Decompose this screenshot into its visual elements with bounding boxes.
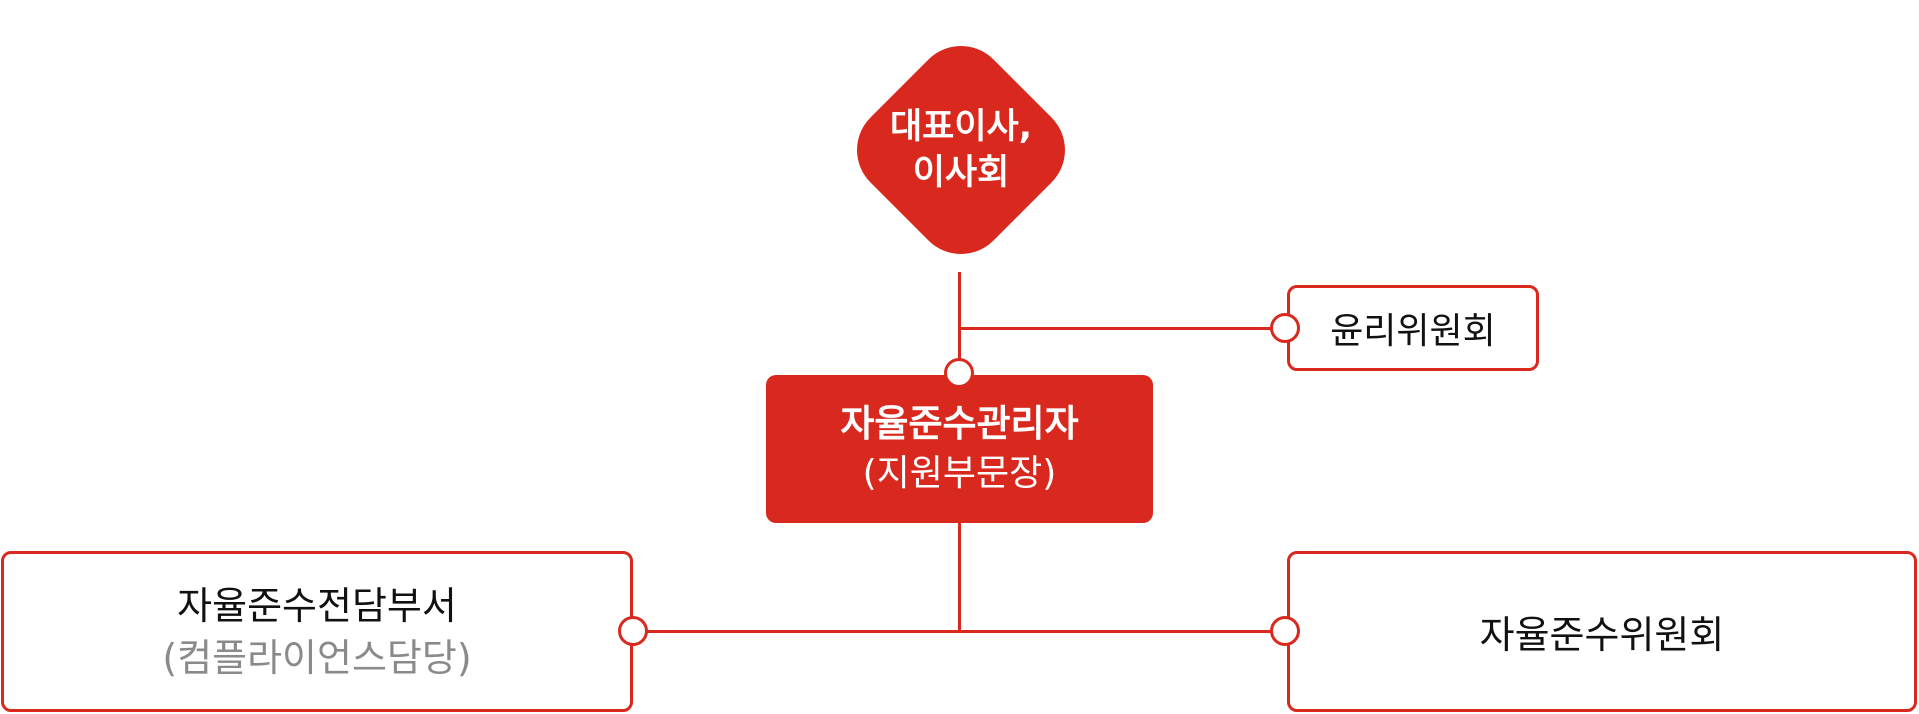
department-connector-dot (618, 616, 648, 646)
compliance-department-box: 자율준수전담부서 (컴플라이언스담당) (1, 551, 633, 712)
compliance-officer-box: 자율준수관리자 (지원부문장) (766, 375, 1153, 523)
compliance-department-title: 자율준수전담부서 (177, 583, 457, 628)
compliance-officer-subtitle: (지원부문장) (862, 453, 1057, 494)
compliance-committee-box: 자율준수위원회 (1287, 551, 1917, 712)
connector-officer-to-bottom (958, 522, 961, 632)
compliance-officer-title: 자율준수관리자 (840, 402, 1079, 445)
connector-to-ethics-committee (958, 327, 1284, 330)
connector-top-to-officer (958, 272, 961, 376)
ceo-board-node: 대표이사, 이사회 (837, 26, 1085, 274)
compliance-committee-label: 자율준수위원회 (1479, 613, 1725, 657)
committee-connector-dot (1270, 616, 1300, 646)
connector-bottom-horizontal (633, 630, 1285, 633)
ceo-board-label: 대표이사, 이사회 (837, 26, 1085, 274)
ceo-board-line2: 이사회 (912, 153, 1010, 193)
ethics-committee-label: 윤리위원회 (1330, 311, 1496, 352)
ethics-connector-dot (1270, 313, 1300, 343)
ceo-board-line1: 대표이사, (889, 107, 1033, 147)
ethics-committee-box: 윤리위원회 (1287, 285, 1539, 371)
compliance-department-subtitle: (컴플라이언스담당) (162, 635, 472, 680)
officer-connector-dot (944, 358, 974, 388)
